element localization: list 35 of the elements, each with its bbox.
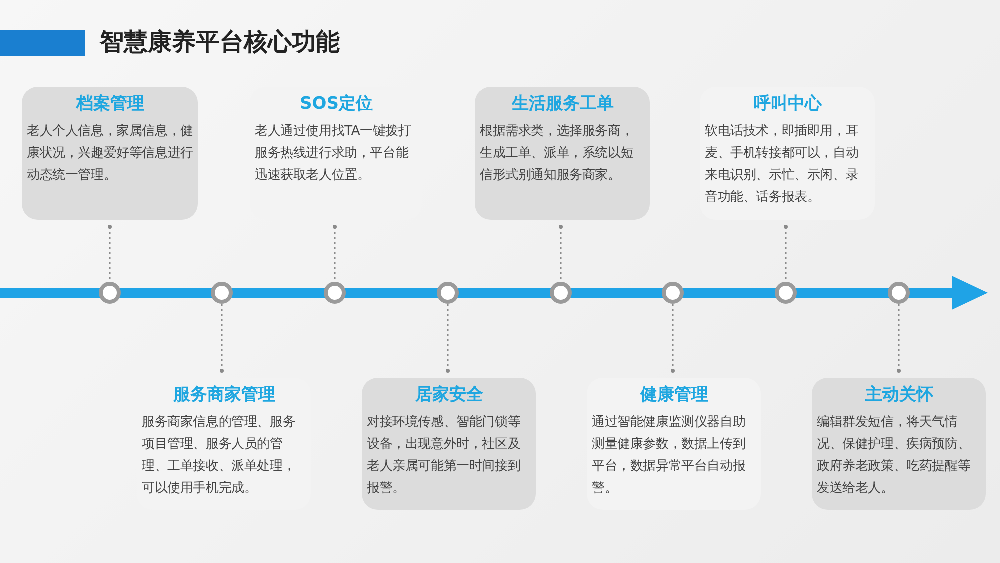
- leader-line: [671, 304, 675, 373]
- leader-line: [784, 225, 788, 282]
- timeline-node: [888, 282, 910, 304]
- card-heading: 档案管理: [75, 93, 146, 115]
- card-heading: 呼叫中心: [753, 93, 824, 115]
- timeline-node: [211, 282, 233, 304]
- title: 智慧康养平台核心功能: [100, 27, 340, 58]
- card-heading: 生活服务工单: [510, 93, 615, 115]
- leader-line: [897, 304, 901, 373]
- leader-line: [559, 225, 563, 282]
- leader-line: [333, 225, 337, 282]
- card-heading: 服务商家管理: [172, 384, 276, 406]
- leader-line: [446, 304, 450, 373]
- timeline-node: [775, 282, 797, 304]
- card-description: 老人个人信息，家属信息，健康状况，兴趣爱好等信息进行动态统一管理。: [27, 123, 194, 185]
- leader-line: [108, 225, 112, 282]
- timeline-node: [662, 282, 684, 304]
- card-description: 编辑群发短信，将天气情况、保健护理、疾病预防、政府养老政策、吃药提醒等发送给老人。: [817, 414, 972, 498]
- feature-card: [475, 87, 650, 220]
- card-heading: SOS定位: [299, 93, 374, 115]
- card-heading: 健康管理: [639, 384, 710, 406]
- card-description: 对接环境传感、智能门锁等设备，出现意外时，社区及老人亲属可能第一时间接到报警。: [367, 414, 522, 498]
- card-description: 通过智能健康监测仪器自助测量健康参数，数据上传到平台，数据异常平台自动报警。: [592, 414, 747, 498]
- card-heading: 主动关怀: [864, 384, 934, 406]
- card-description: 服务商家信息的管理、服务项目管理、服务人员的管理、工单接收、派单处理，可以使用手机完成。: [142, 414, 297, 498]
- leader-line: [220, 304, 224, 373]
- card-description: 根据需求类，选择服务商，生成工单、派单，系统以短信形式别通知服务商家。: [480, 123, 635, 185]
- card-heading: 居家安全: [414, 384, 484, 406]
- card-description: 软电话技术，即插即用，耳麦、手机转接都可以，自动来电识别、示忙、示闲、录音功能、话务报表。: [705, 123, 860, 207]
- card-description: 老人通过使用找TA一键拨打服务热线进行求助，平台能迅速获取老人位置。: [255, 123, 412, 185]
- feature-card: [22, 87, 198, 220]
- timeline-node: [324, 282, 346, 304]
- timeline-node: [99, 282, 121, 304]
- timeline-node: [437, 282, 459, 304]
- timeline-node: [550, 282, 572, 304]
